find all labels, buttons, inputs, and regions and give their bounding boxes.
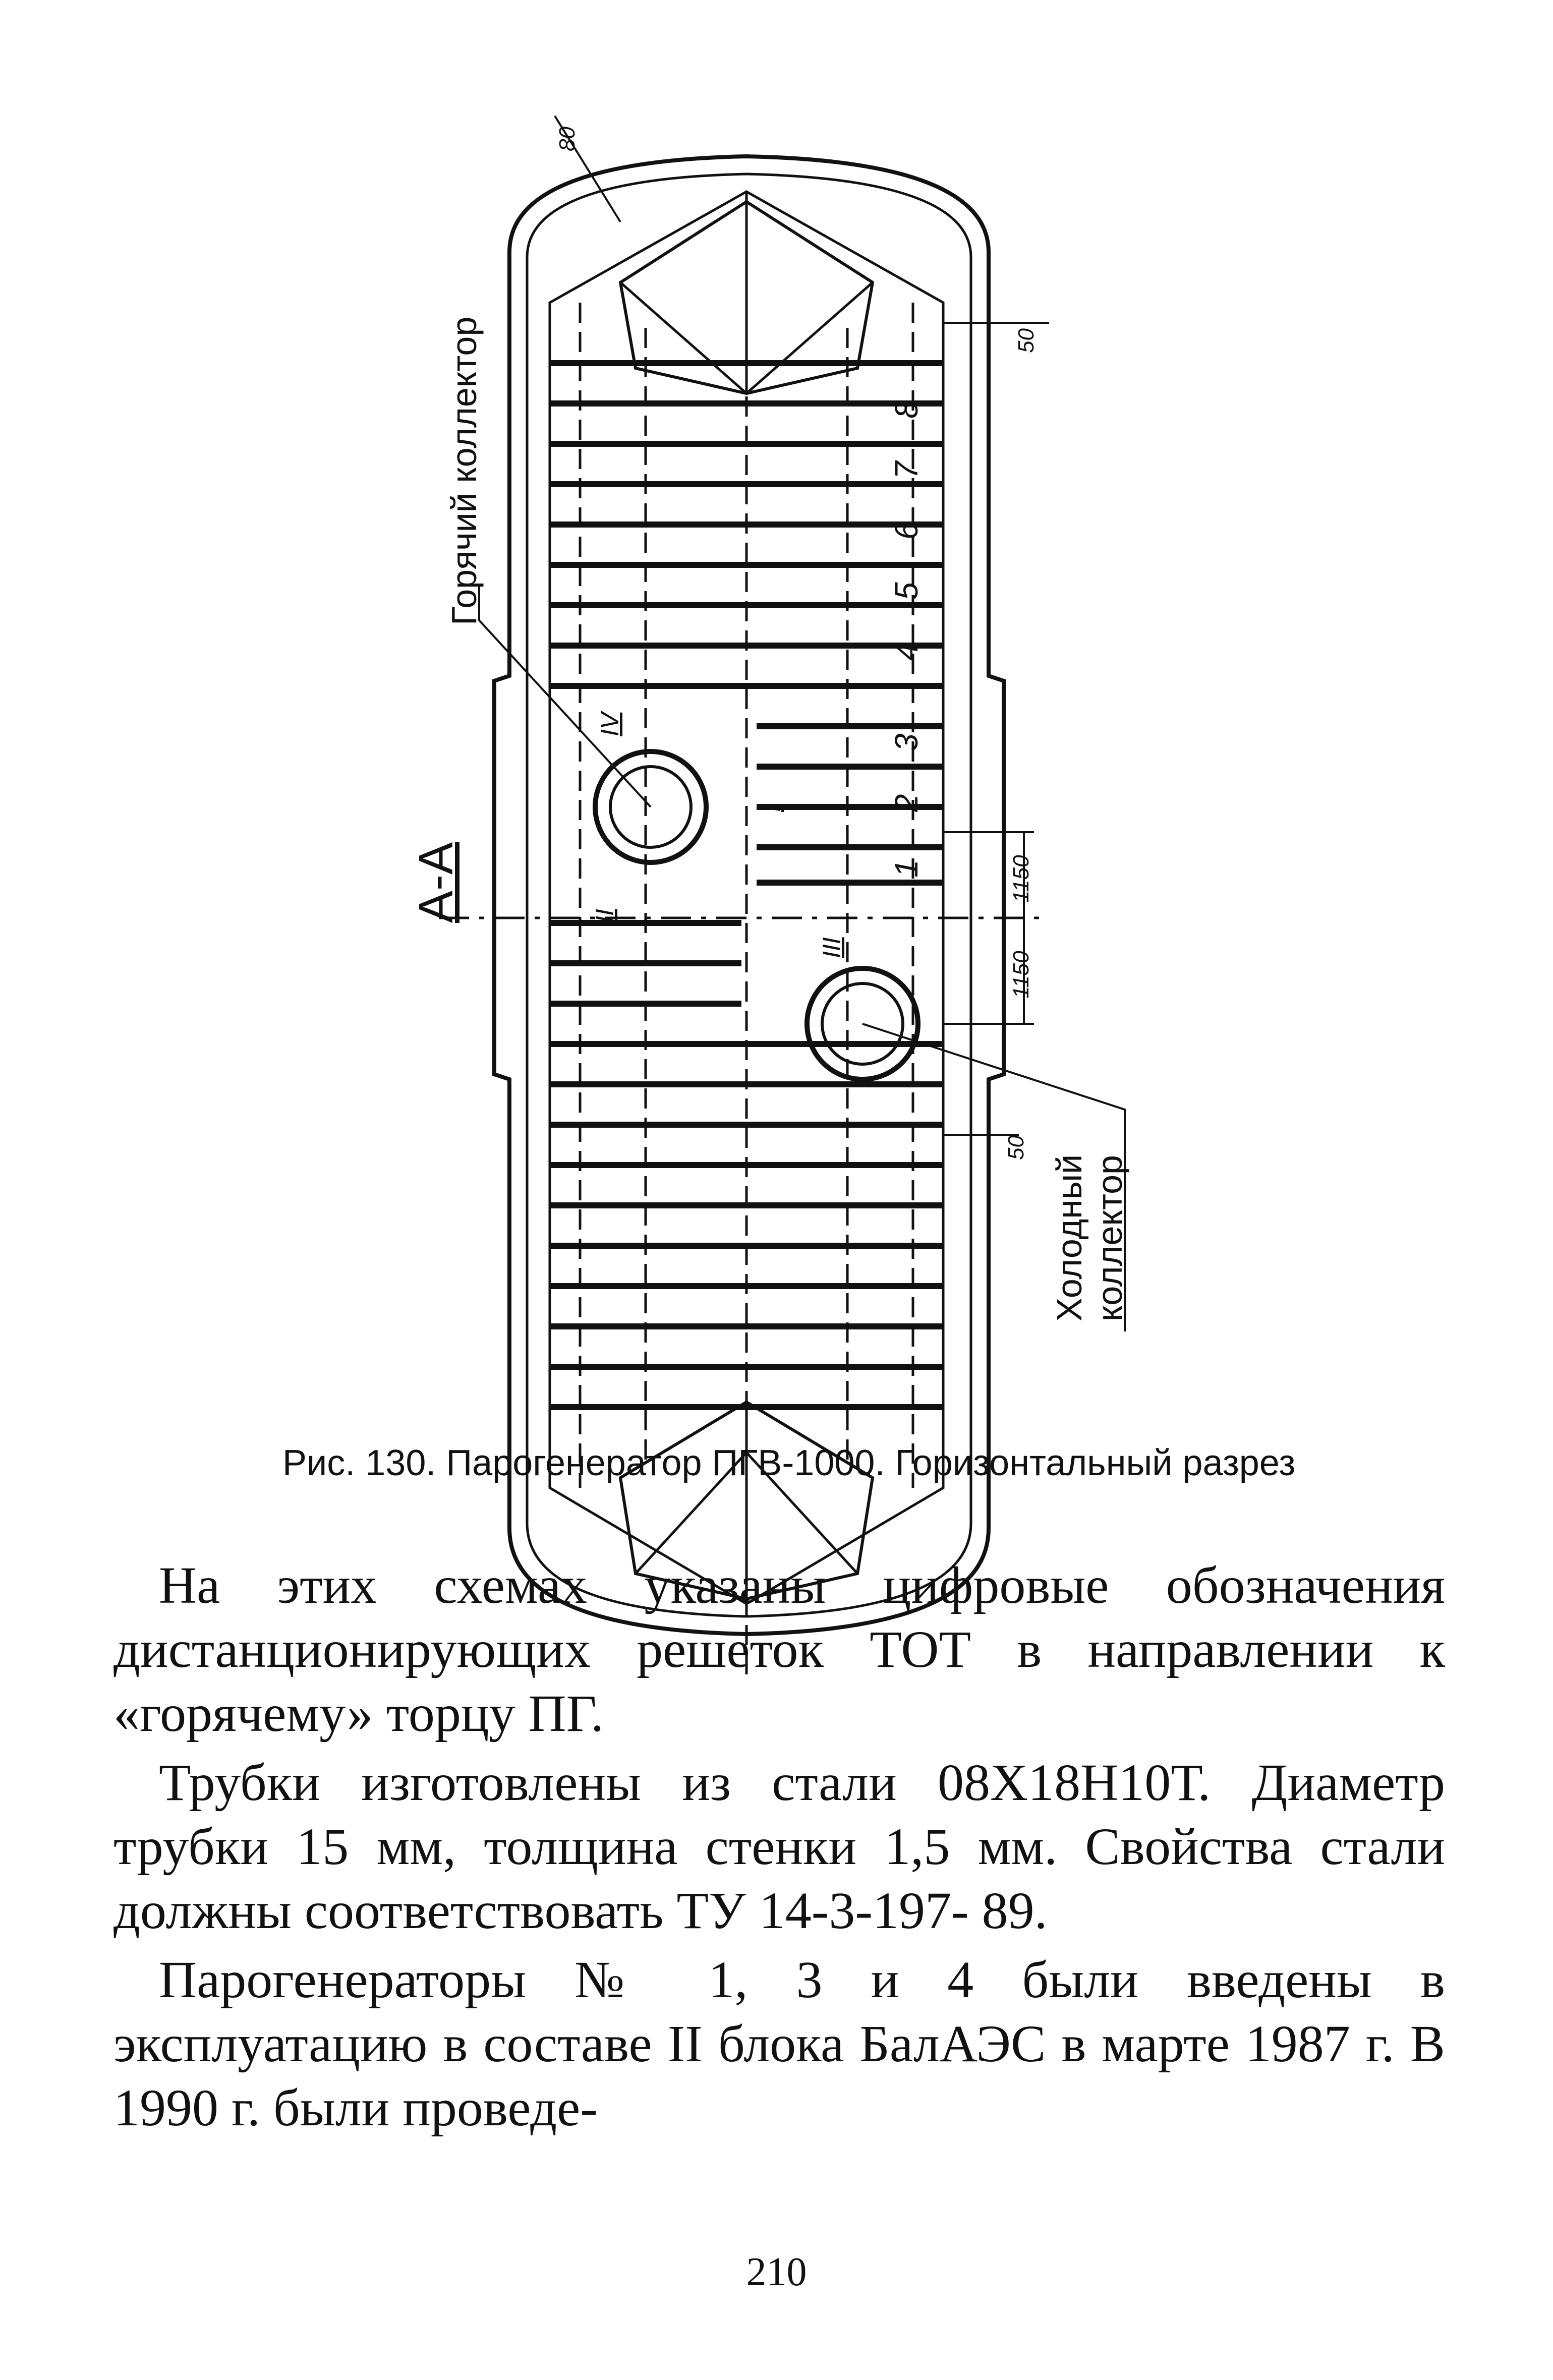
paragraph-3: Парогенераторы № 1, 3 и 4 были введены в… — [113, 1951, 1445, 2137]
roman-label-iv-top: IV — [596, 712, 624, 736]
section-label: А-А — [409, 842, 463, 923]
grid-number-1: 1 — [888, 859, 925, 878]
dim-label-80: 80 — [555, 127, 580, 151]
cold-collector-label-1: Холодный — [1050, 1154, 1089, 1321]
horizontal-section-drawing — [439, 115, 1126, 1674]
dim-label-1150-a: 1150 — [1009, 855, 1033, 903]
paragraph-2: Трубки изготовлены из стали 08Х18Н10Т. Д… — [113, 1754, 1445, 1940]
roman-label-i-top: I — [757, 805, 785, 812]
dim-label-50-top: 50 — [1014, 328, 1039, 353]
hot-collector — [593, 749, 709, 865]
roman-label-iii: III — [818, 937, 846, 958]
grid-number-8: 8 — [888, 400, 925, 419]
collectors — [593, 749, 921, 1082]
vessel-inner-shell — [526, 172, 972, 1618]
grid-number-5: 5 — [888, 582, 925, 600]
grid-number-2: 2 — [888, 794, 925, 812]
dim-label-50-bottom: 50 — [1004, 1135, 1028, 1160]
vessel-outer-shell — [492, 154, 1006, 1637]
grid-number-7: 7 — [888, 461, 925, 479]
paragraph-1: На этих схемах указаны цифровые обозначе… — [113, 1556, 1445, 1743]
page-number: 210 — [746, 2250, 807, 2294]
grid-number-6: 6 — [888, 521, 925, 540]
steam-generator-figure: Горячий коллектор А-А Холодный коллектор… — [409, 115, 1129, 1674]
cold-collector — [804, 966, 921, 1082]
dim-label-1150-b: 1150 — [1009, 951, 1033, 999]
grid-number-4: 4 — [888, 643, 925, 661]
hot-collector-label: Горячий коллектор — [444, 316, 484, 625]
body-text: На этих схемах указаны цифровые обозначе… — [113, 1553, 1445, 2145]
figure-caption: Рис. 130. Парогенератор ПГВ-1000. Горизо… — [282, 1443, 1296, 1483]
grid-number-3: 3 — [888, 733, 925, 751]
roman-label-ii: II — [591, 909, 619, 923]
cold-collector-label-2: коллектор — [1090, 1155, 1129, 1321]
vertical-dashed-lines — [579, 192, 914, 1674]
